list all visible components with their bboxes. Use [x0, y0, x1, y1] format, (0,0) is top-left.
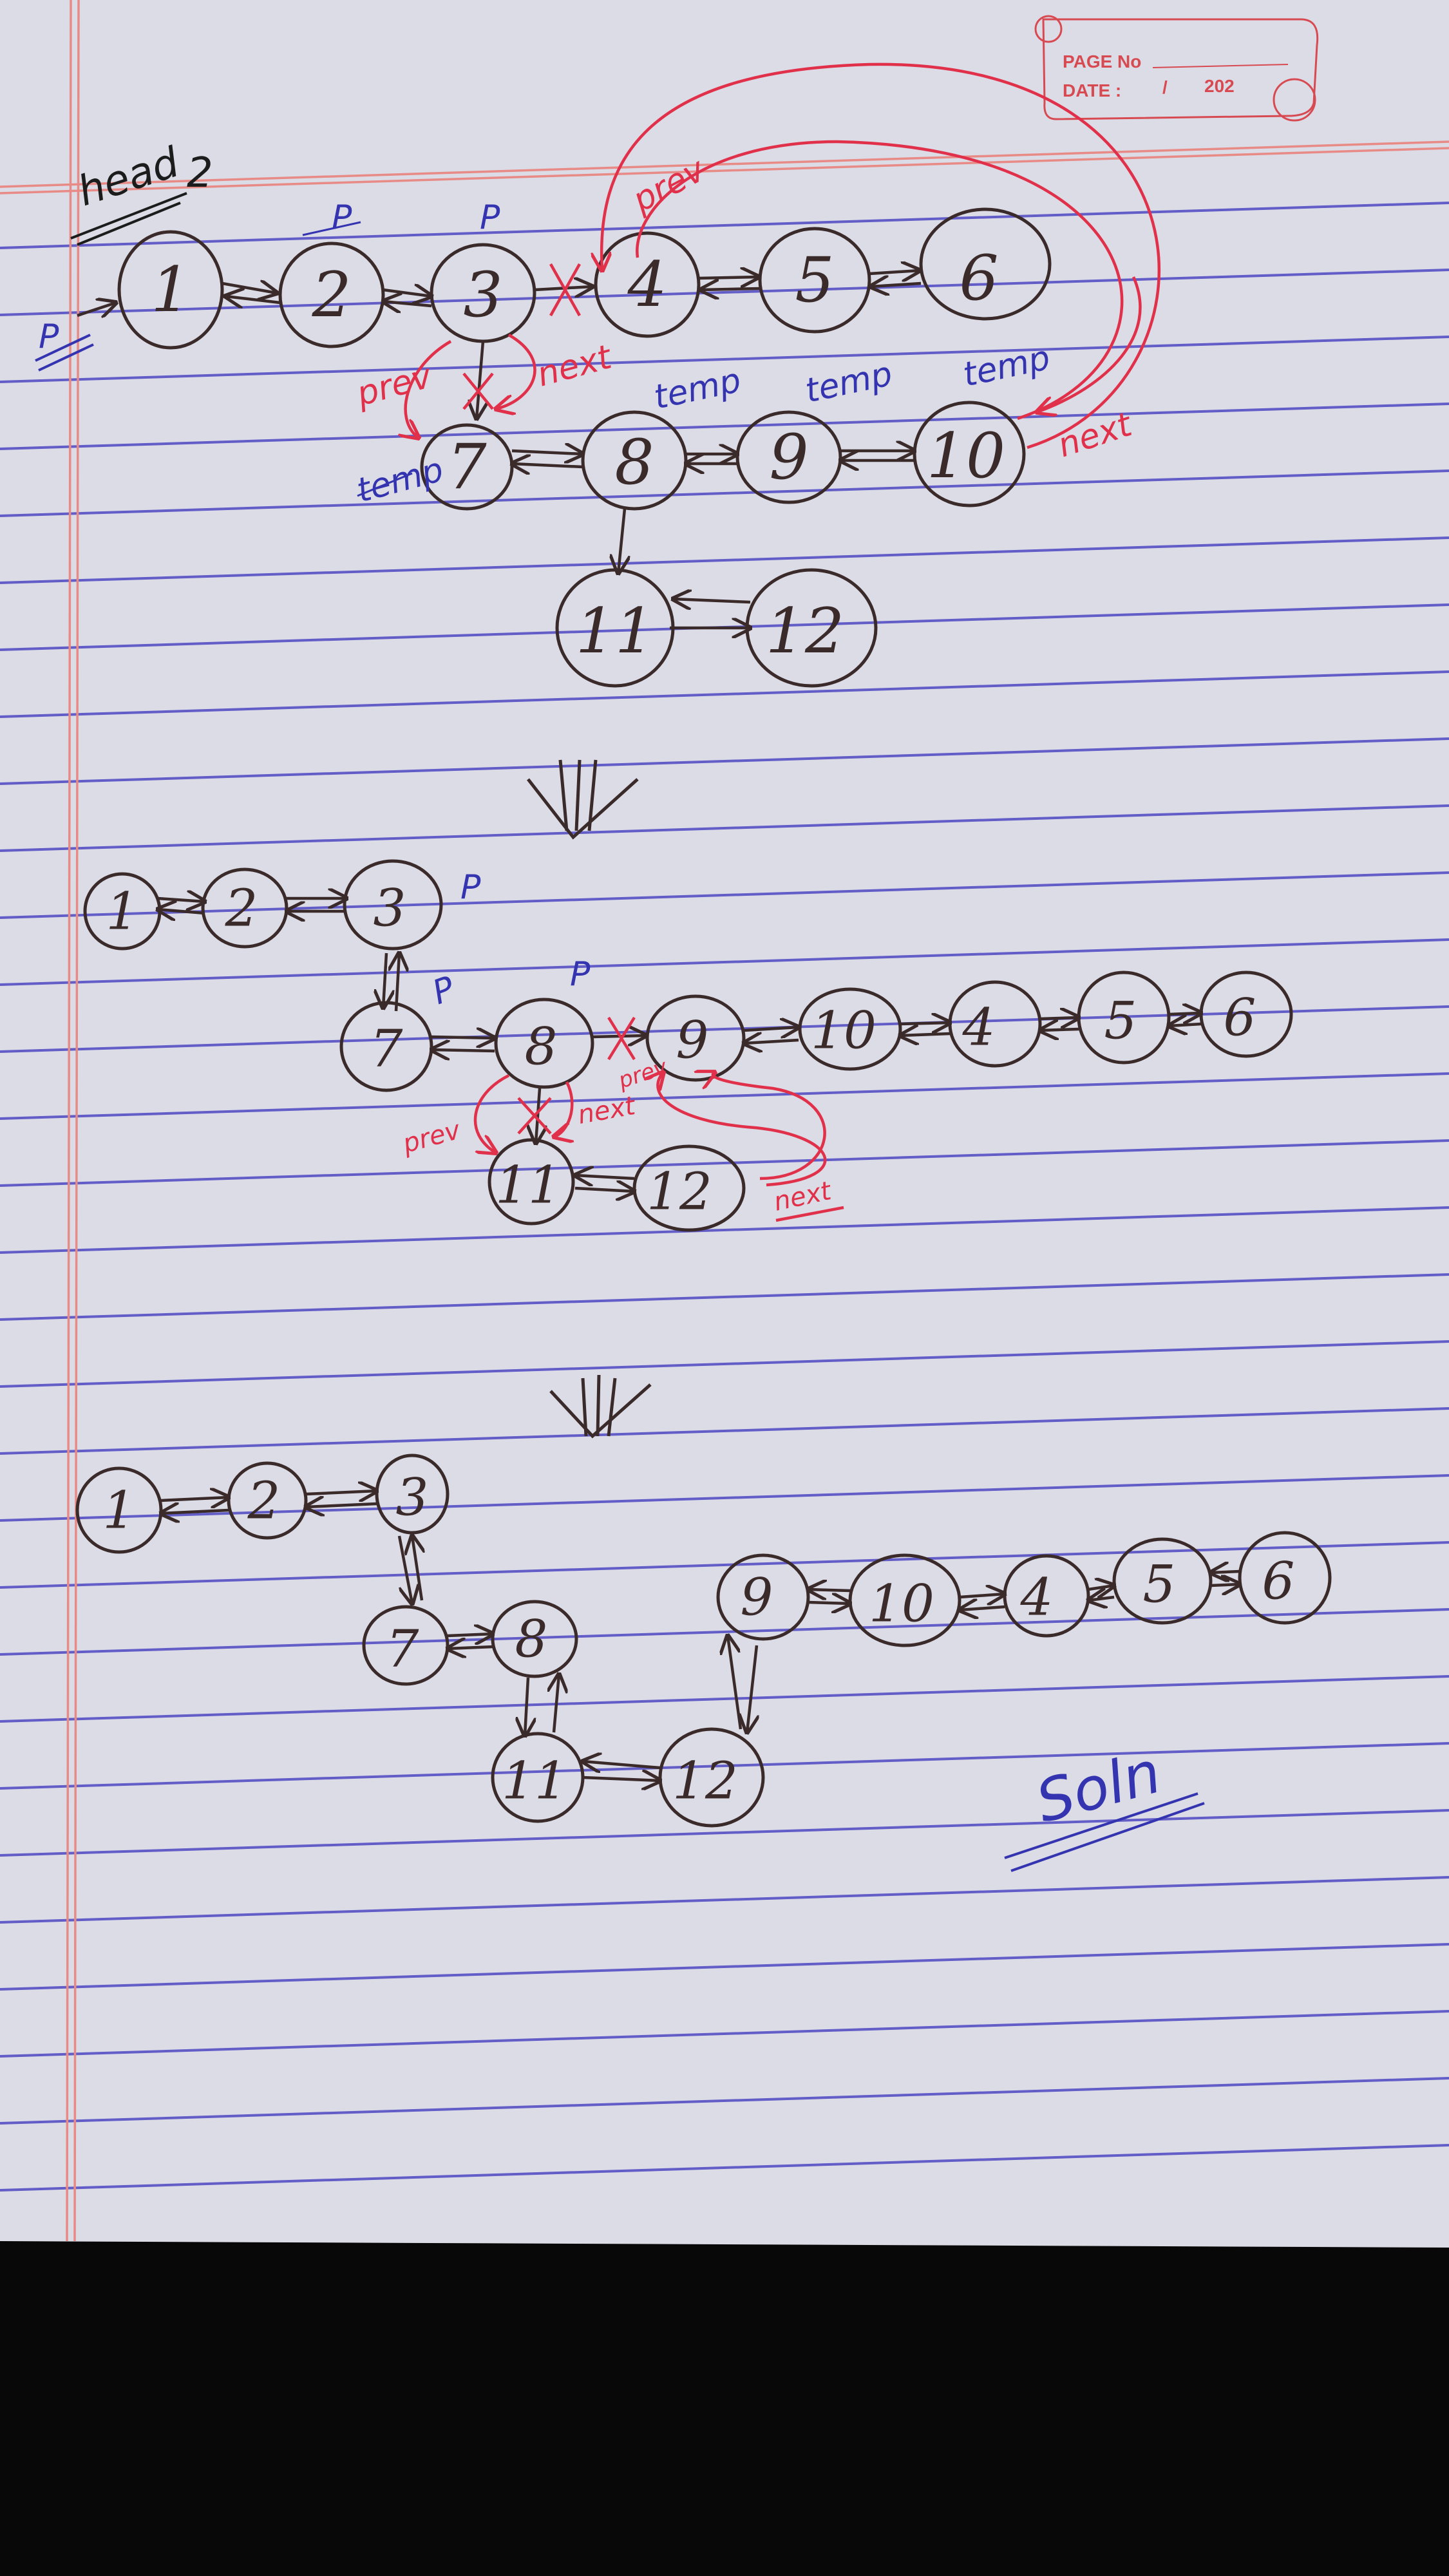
node-label: 5: [795, 244, 834, 316]
ruled-line: [0, 938, 1449, 986]
node-label: 6: [1224, 988, 1256, 1048]
margin-line-right: [73, 0, 80, 2242]
stage1-diagram: head 2 P 1 2 3 4 5 6: [35, 62, 1161, 688]
node-label: 12: [672, 1751, 738, 1811]
ruled-line: [0, 1742, 1449, 1790]
stage3-diagram: 1 2 3 7 8 11 12: [75, 1454, 1332, 1828]
node-label: 7: [386, 1619, 419, 1679]
ruled-line: [0, 1474, 1449, 1522]
node-label: 3: [396, 1468, 429, 1528]
node-label: 6: [959, 242, 998, 314]
pointer-p-label: P: [460, 868, 481, 907]
ruled-line: [0, 737, 1449, 785]
ruled-line: [0, 804, 1449, 852]
header-line: [0, 140, 1449, 188]
stamp-year: 202: [1204, 76, 1235, 96]
margin-line-left: [66, 0, 72, 2242]
node-label: 10: [869, 1574, 934, 1634]
ruled-line: [0, 1876, 1449, 1924]
header-line-2: [0, 147, 1449, 194]
ruled-line: [0, 1206, 1449, 1254]
node-label: 2: [247, 1471, 281, 1531]
node-label: 10: [811, 1001, 876, 1061]
node-label: 2: [311, 259, 351, 331]
node-label: 4: [1020, 1567, 1054, 1627]
ruled-line: [0, 1943, 1449, 1991]
ruled-line: [0, 670, 1449, 718]
ruled-line: [0, 2010, 1449, 2058]
stamp-page-no: PAGE No: [1063, 52, 1141, 71]
ruled-line: [0, 2077, 1449, 2125]
node-label: 9: [769, 421, 808, 493]
stamp-date: DATE :: [1063, 80, 1121, 100]
node-label: 7: [370, 1019, 403, 1079]
ruled-line: [0, 871, 1449, 919]
node-label: 8: [614, 426, 654, 498]
stage3-row3-nodes: 11 12: [491, 1727, 765, 1828]
ruled-line: [0, 202, 1449, 249]
stage2-row3-nodes: 11 12: [488, 1138, 746, 1232]
ruled-line: [0, 2144, 1449, 2192]
node-label: 3: [374, 878, 406, 938]
ruled-line: [0, 1809, 1449, 1857]
ruled-line: [0, 1139, 1449, 1187]
node-label: 11: [495, 1155, 561, 1215]
node-label: 1: [103, 1481, 136, 1540]
node-label: 10: [927, 420, 1005, 492]
node-label: 11: [502, 1751, 567, 1811]
ruled-line: [0, 402, 1449, 450]
node-label: 7: [447, 431, 486, 503]
ruled-line: [0, 1608, 1449, 1656]
node-label: 1: [106, 882, 139, 942]
ruled-line: [0, 1005, 1449, 1053]
node-label: 9: [676, 1010, 709, 1070]
stage1-row2-nodes: 7 8 9 10: [420, 401, 1026, 511]
node-label: 5: [1143, 1555, 1176, 1615]
node-label: 1: [151, 254, 190, 326]
node-label: 2: [225, 878, 258, 938]
node-label: 5: [1104, 991, 1137, 1051]
page-date-stamp: PAGE No DATE : / 202: [1034, 15, 1319, 122]
node: [117, 230, 224, 350]
ruled-line: [0, 336, 1449, 383]
ruled-line: [0, 536, 1449, 584]
head-label-number: 2: [187, 149, 213, 197]
node-label: 8: [525, 1017, 558, 1077]
ruled-line: [0, 469, 1449, 517]
ruled-line: [0, 1340, 1449, 1388]
stage2-diagram: 1 2 3 P 7 8 9 10 4 5 6: [83, 859, 1293, 1232]
stamp-date-sep: /: [1162, 77, 1168, 97]
ruled-line: [0, 1072, 1449, 1120]
node-label: 6: [1262, 1551, 1295, 1611]
transition-arrow-1: [527, 759, 639, 840]
pointer-p-label: P: [332, 198, 352, 237]
node-label: 4: [962, 998, 996, 1057]
node-label: 12: [766, 595, 844, 667]
ruled-line: [0, 1273, 1449, 1321]
node-label: 4: [627, 249, 667, 321]
pointer-p-label: P: [480, 198, 500, 237]
pointer-p-label: P: [570, 955, 591, 994]
transition-arrow-2: [549, 1374, 652, 1439]
ruled-line: [0, 1541, 1449, 1589]
ruled-line: [0, 1407, 1449, 1455]
node-label: 11: [576, 595, 654, 667]
node-label: 12: [647, 1162, 712, 1222]
node-label: 8: [515, 1609, 548, 1669]
node-label: 3: [463, 259, 502, 331]
ruled-line: [0, 1675, 1449, 1723]
node-label: 9: [741, 1567, 773, 1627]
